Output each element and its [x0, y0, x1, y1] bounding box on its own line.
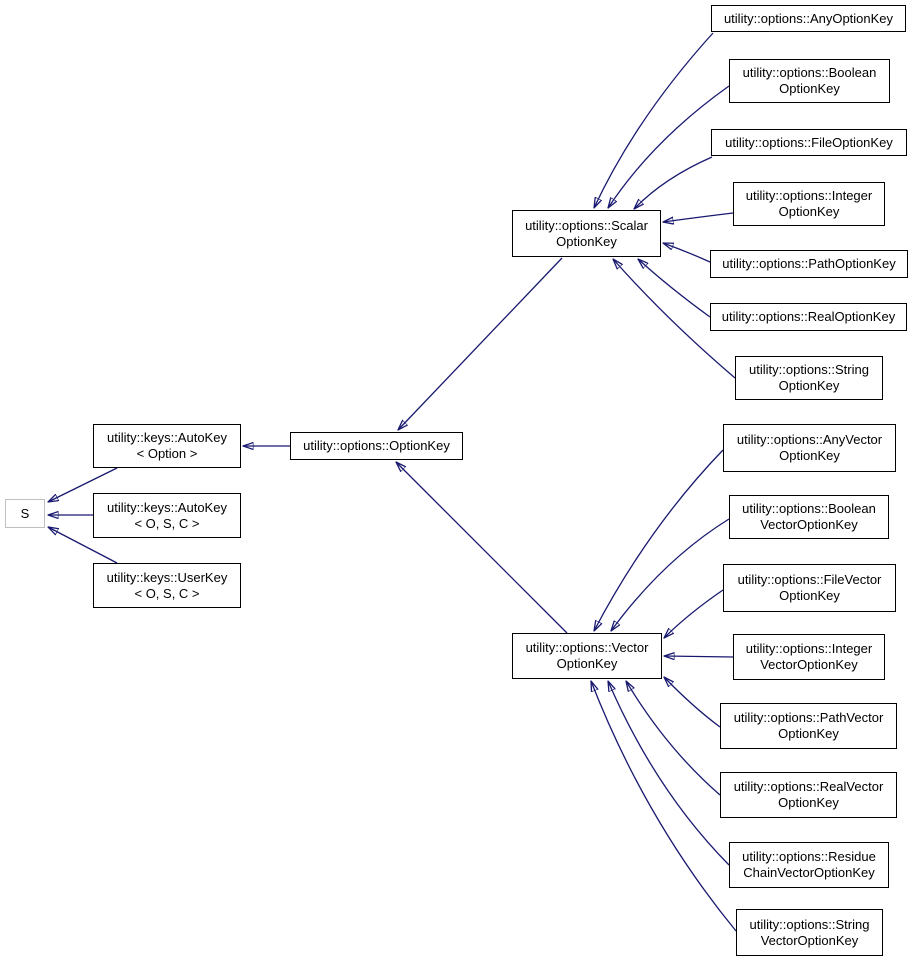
node-realvector-optionkey[interactable]: utility::options::RealVector OptionKey — [720, 772, 897, 818]
inheritance-edge-realv-vector — [626, 681, 721, 796]
node-userkey-osc[interactable]: utility::keys::UserKey < O, S, C > — [93, 563, 241, 608]
inheritance-edge-resv-vector — [608, 681, 730, 866]
inheritance-edge-vector-optionkey — [396, 462, 568, 634]
inheritance-edge-intv-vector — [664, 656, 734, 657]
inheritance-edge-path-scalar — [663, 243, 711, 263]
node-s: S — [5, 499, 45, 528]
inheritance-edge-anyv-vector — [594, 449, 724, 631]
node-optionkey[interactable]: utility::options::OptionKey — [290, 432, 463, 460]
node-filevector-optionkey[interactable]: utility::options::FileVector OptionKey — [723, 564, 896, 612]
inheritance-edge-scalar-optionkey — [398, 257, 563, 430]
node-file-optionkey[interactable]: utility::options::FileOptionKey — [711, 129, 907, 156]
inheritance-edge-boolv-vector — [611, 518, 730, 631]
inheritance-edge-integer-scalar — [663, 212, 734, 222]
node-vector-optionkey[interactable]: utility::options::Vector OptionKey — [512, 633, 662, 679]
node-path-optionkey[interactable]: utility::options::PathOptionKey — [710, 250, 908, 278]
inheritance-edge-userkeyosc-s — [48, 527, 118, 564]
node-booleanvector-optionkey[interactable]: utility::options::Boolean VectorOptionKe… — [729, 495, 889, 539]
inheritance-edge-string-scalar — [613, 259, 736, 379]
inheritance-edge-autokeyoption-s — [48, 467, 118, 502]
node-any-optionkey[interactable]: utility::options::AnyOptionKey — [711, 5, 906, 32]
node-integervector-optionkey[interactable]: utility::options::Integer VectorOptionKe… — [733, 634, 885, 680]
node-boolean-optionkey[interactable]: utility::options::Boolean OptionKey — [729, 59, 890, 103]
inheritance-edge-boolean-scalar — [608, 85, 730, 208]
node-autokey-option[interactable]: utility::keys::AutoKey < Option > — [93, 424, 241, 468]
inheritance-edge-pathv-vector — [664, 677, 721, 728]
node-anyvector-optionkey[interactable]: utility::options::AnyVector OptionKey — [723, 424, 896, 472]
inheritance-edge-any-scalar — [594, 32, 714, 208]
node-real-optionkey[interactable]: utility::options::RealOptionKey — [710, 303, 907, 331]
node-scalar-optionkey[interactable]: utility::options::Scalar OptionKey — [512, 210, 661, 257]
inheritance-edge-file-scalar — [634, 156, 713, 209]
node-residuechainvector-optionkey[interactable]: utility::options::Residue ChainVectorOpt… — [729, 842, 889, 888]
inheritance-edge-strv-vector — [591, 681, 737, 932]
inheritance-edge-filev-vector — [664, 589, 724, 638]
node-autokey-osc[interactable]: utility::keys::AutoKey < O, S, C > — [93, 493, 241, 538]
inheritance-edge-real-scalar — [638, 259, 711, 318]
node-stringvector-optionkey[interactable]: utility::options::String VectorOptionKey — [736, 909, 883, 956]
node-string-optionkey[interactable]: utility::options::String OptionKey — [735, 356, 883, 400]
node-pathvector-optionkey[interactable]: utility::options::PathVector OptionKey — [720, 703, 897, 749]
node-integer-optionkey[interactable]: utility::options::Integer OptionKey — [733, 182, 885, 226]
